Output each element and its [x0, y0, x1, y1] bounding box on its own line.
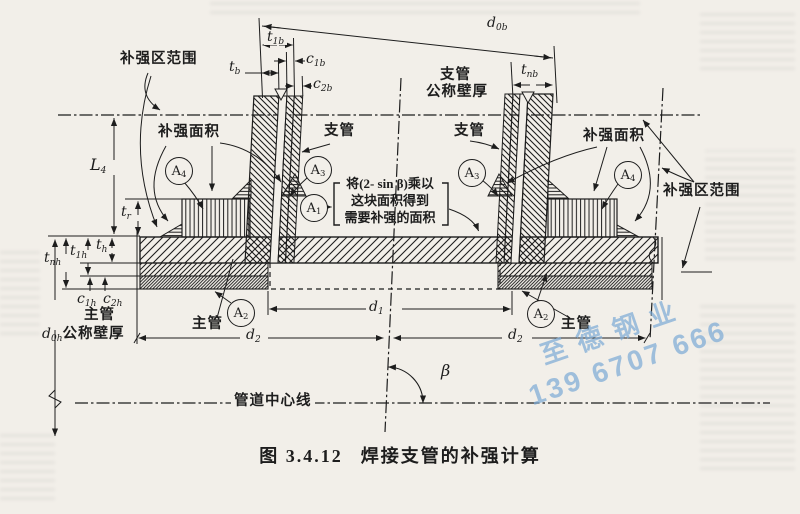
- scan-noise: [705, 150, 795, 260]
- label-area-left: 补强面积: [158, 124, 220, 140]
- leader-lines: [139, 72, 701, 319]
- weld-fillet-right-at-branch: [547, 178, 570, 199]
- label-zone-right: 补强区范围: [663, 183, 741, 199]
- dim-label-c1b: c1b: [306, 51, 326, 69]
- header-end-break: [648, 236, 657, 264]
- leader-note-to-header: [448, 208, 480, 232]
- figure-number: 图 3.4.12: [259, 446, 343, 466]
- dim-label-th: th: [96, 237, 108, 255]
- note-a1: 将(2- sin β)乘以 这块面积得到 需要补强的面积: [344, 176, 436, 225]
- label-main-left: 主管: [84, 307, 115, 323]
- scan-noise: [0, 430, 55, 500]
- leader-branch-right: [469, 140, 500, 150]
- wall-top-arrow-left: [274, 88, 288, 102]
- scan-noise: [210, 2, 640, 14]
- label-main-center: 主管: [192, 316, 223, 332]
- weld-fillet-right-outer: [616, 224, 640, 238]
- scan-noise: [700, 10, 795, 70]
- leader-area-right-inner: [506, 146, 598, 184]
- dim-label-c2h: c2h: [103, 291, 123, 309]
- label-main-right: 主管: [561, 316, 592, 332]
- dim-label-c1h: c1h: [77, 291, 97, 309]
- dim-label-tr: tr: [121, 204, 131, 222]
- weld-fillet-left-outer: [158, 223, 183, 238]
- leader-area-right-pad: [593, 146, 608, 192]
- scan-noise: [700, 300, 795, 470]
- note-bracket-left: [333, 182, 340, 226]
- branch-wall-left-strip2: [284, 95, 304, 264]
- dim-label-c2b: c2b: [313, 76, 333, 94]
- leader-zone-right-up: [642, 119, 695, 183]
- dim-label-tb: tb: [229, 59, 241, 77]
- leader-a3-right: [481, 179, 499, 197]
- leader-branch-left: [301, 143, 331, 153]
- header-corrosion-layer-left: [139, 262, 269, 277]
- leader-a2-right: [536, 273, 548, 303]
- label-beta: β: [441, 361, 451, 380]
- label-branch-left: 支管: [324, 123, 355, 139]
- leader-a3-left: [289, 177, 308, 197]
- label-branch-wall-2: 公称壁厚: [426, 84, 488, 100]
- label-area-right: 补强面积: [583, 128, 645, 144]
- leader-area-left-inner: [219, 142, 282, 183]
- leader-zone-right-down: [681, 206, 701, 269]
- header-shapes: [139, 236, 659, 290]
- dim-label-d0b: d0b: [487, 15, 508, 33]
- dim-label-tnh: tnh: [44, 250, 62, 268]
- leader-zone-right-mid: [661, 167, 695, 183]
- figure-caption: 图 3.4.12 焊接支管的补强计算: [0, 442, 800, 468]
- label-branch-wall-1: 支管: [440, 67, 471, 83]
- reinforcement-pad-left: [181, 198, 251, 238]
- hollow-arrows: [274, 88, 535, 105]
- header-excess-layer-left: [139, 275, 269, 290]
- branch-walls: [244, 93, 554, 264]
- note-brackets: [333, 182, 449, 226]
- dim-d0b: [261, 25, 554, 59]
- dim-label-d2-left: d2: [243, 327, 264, 345]
- header-excess-layer-right: [497, 275, 653, 290]
- leader-a4-left: [183, 181, 204, 210]
- leader-area-right-outer: [634, 146, 651, 222]
- leader-a4-right: [601, 183, 619, 210]
- dim-label-d1: d1: [366, 299, 387, 317]
- leader-area-left-outer: [153, 145, 169, 222]
- header-wall: [139, 236, 659, 264]
- dim-label-L4: L4: [90, 155, 107, 176]
- leader-main-center: [216, 258, 234, 319]
- opening-dashed-outline: [269, 263, 501, 290]
- scan-noise: [0, 245, 40, 335]
- reinforcement-pad-right: [547, 198, 618, 238]
- note-bracket-right: [442, 182, 449, 226]
- dim-label-d2-right: d2: [505, 327, 526, 345]
- beta-angle-arc: [388, 364, 427, 404]
- dim-label-t1b: t1b: [264, 29, 288, 47]
- reinforcement-zone-right-line: [649, 87, 664, 341]
- label-branch-right: 支管: [454, 123, 485, 139]
- label-main-wall: d0h公称壁厚: [42, 326, 125, 344]
- figure-title: 焊接支管的补强计算: [360, 446, 541, 466]
- label-pipe-centerline: 管道中心线: [231, 393, 315, 410]
- dim-label-t1h: t1h: [70, 243, 88, 261]
- label-zone-left: 补强区范围: [120, 51, 198, 67]
- leader-zone-left-long: [139, 75, 158, 228]
- branch-wall-right-main: [518, 93, 554, 264]
- wall-top-arrow-right: [521, 91, 535, 105]
- dim-label-tnb: tnb: [521, 62, 539, 80]
- header-corrosion-layer-right: [497, 262, 653, 277]
